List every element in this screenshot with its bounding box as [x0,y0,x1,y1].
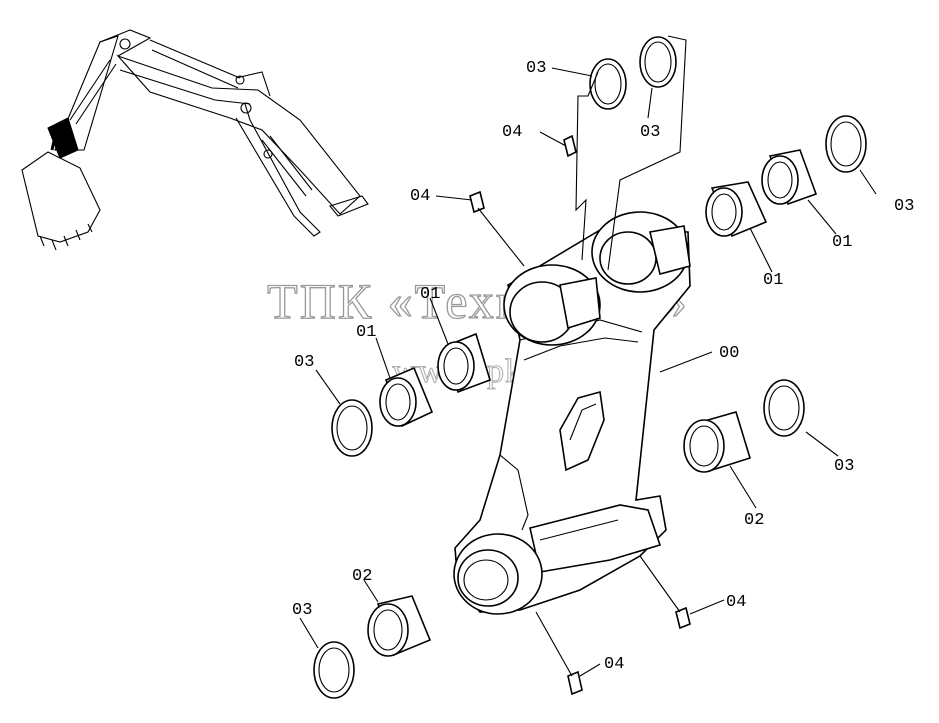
bushing-right-lower [683,411,751,473]
grease-fitting-right [675,606,691,630]
callout-01-bushing-right-b: 01 [832,233,852,252]
callout-04-fitting-right: 04 [726,593,746,612]
bushing-right-upper-b [761,149,818,206]
leader-lines [299,67,877,677]
seal-ring-right-lower [763,379,805,437]
callout-02-bushing-right-lower: 02 [744,511,764,530]
grease-fitting-top [563,134,577,158]
seal-ring-top-left [589,58,627,110]
bushing-left-upper-a [437,332,491,394]
grease-fitting-left [469,190,485,214]
callout-03-seal-left-lower: 03 [292,601,312,620]
link-body [453,211,691,615]
seal-ring-left-upper [331,399,373,457]
callout-00-link-body: 00 [719,344,739,363]
callout-03-seal-left-upper: 03 [294,353,314,372]
callout-04-fitting-bottom: 04 [604,655,624,674]
callout-01-bushing-left-a: 01 [420,285,440,304]
callout-03-seal-right-upper: 03 [894,197,914,216]
bushing-left-lower [367,595,432,657]
grease-fitting-bottom [567,670,583,696]
callout-03-seal-top-left: 03 [526,59,546,78]
assembly-bracket-line [575,35,687,271]
excavator-overview-icon [21,29,369,251]
callout-01-bushing-right-a: 01 [763,271,783,290]
seal-ring-left-lower [313,641,355,699]
callout-04-fitting-left: 04 [410,187,430,206]
seal-ring-top-right [639,36,677,88]
seal-ring-right-upper [825,115,867,173]
callout-04-fitting-top: 04 [502,123,522,142]
callout-03-seal-right-lower: 03 [834,457,854,476]
bushing-right-upper-a [705,181,768,238]
callout-01-bushing-left-b: 01 [356,323,376,342]
bushing-left-upper-b [379,366,434,428]
callout-03-seal-top-right: 03 [640,123,660,142]
callout-02-bushing-left-lower: 02 [352,567,372,586]
